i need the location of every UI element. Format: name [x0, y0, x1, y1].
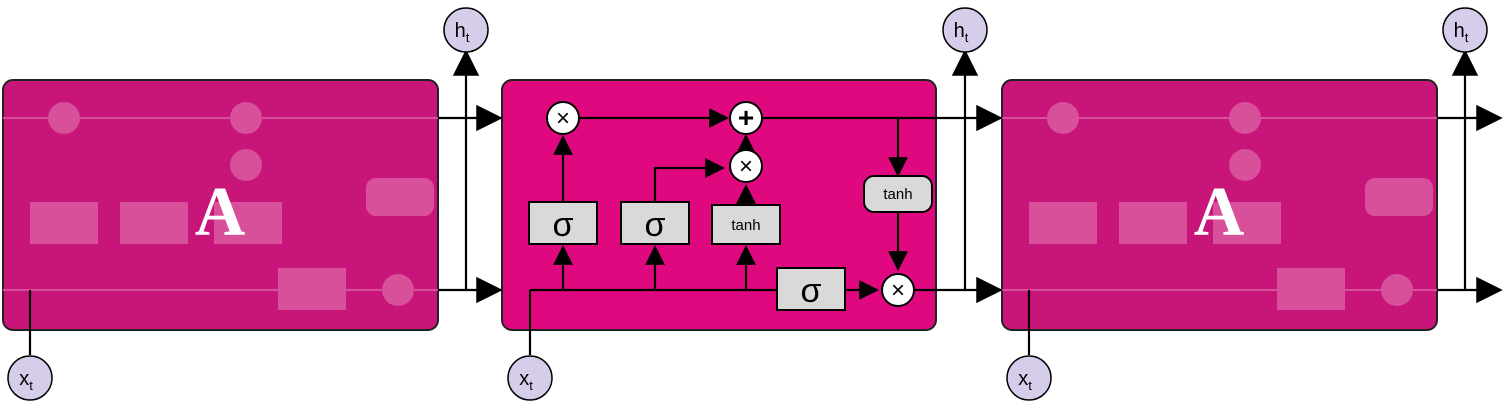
lstm-cell-left: A — [2, 79, 439, 331]
output-subscript: t — [965, 30, 969, 45]
output-multiply-node: × — [881, 273, 915, 307]
input-node-left: xt — [7, 355, 53, 401]
cell-tanh-box: tanh — [863, 175, 933, 213]
forget-multiply-node: × — [546, 101, 580, 135]
svg-text:×: × — [556, 105, 570, 132]
sigma-symbol: σ — [801, 272, 822, 310]
input-gate-box: σ — [620, 201, 690, 245]
connections — [28, 49, 1503, 355]
svg-text:xt: xt — [1018, 368, 1032, 393]
output-gate-box: σ — [776, 267, 846, 311]
candidate-tanh-box: tanh — [711, 204, 781, 245]
input-symbol: x — [519, 368, 529, 390]
sigma-symbol: σ — [553, 206, 574, 244]
svg-text:xt: xt — [519, 368, 533, 393]
svg-text:+: + — [738, 102, 754, 133]
svg-text:×: × — [739, 153, 753, 180]
input-symbol: x — [19, 368, 29, 390]
sigma-symbol: σ — [645, 206, 666, 244]
cell-label: A — [195, 174, 246, 251]
output-symbol: h — [455, 20, 466, 42]
svg-text:ht: ht — [954, 20, 969, 45]
input-subscript: t — [1028, 378, 1032, 393]
svg-text:×: × — [891, 277, 905, 304]
input-subscript: t — [29, 378, 33, 393]
svg-text:ht: ht — [1454, 20, 1469, 45]
tanh-label: tanh — [731, 217, 760, 234]
output-node-center: ht — [942, 7, 988, 53]
output-subscript: t — [466, 30, 470, 45]
output-symbol: h — [1454, 20, 1465, 42]
output-node-left: ht — [443, 7, 489, 53]
input-node-center: xt — [507, 355, 553, 401]
output-subscript: t — [1465, 30, 1469, 45]
input-symbol: x — [1018, 368, 1028, 390]
tanh-label: tanh — [883, 186, 912, 203]
output-node-right: ht — [1442, 7, 1488, 53]
lstm-cell-center: σ σ tanh σ tanh × + × — [501, 79, 937, 331]
svg-text:xt: xt — [19, 368, 33, 393]
cell-label: A — [1194, 174, 1245, 251]
lstm-cell-right: A — [1001, 79, 1438, 331]
cell-add-node: + — [729, 101, 763, 135]
input-multiply-node: × — [729, 149, 763, 183]
output-symbol: h — [954, 20, 965, 42]
input-node-right: xt — [1006, 355, 1052, 401]
forget-gate-box: σ — [528, 201, 598, 245]
input-subscript: t — [529, 378, 533, 393]
svg-text:ht: ht — [455, 20, 470, 45]
